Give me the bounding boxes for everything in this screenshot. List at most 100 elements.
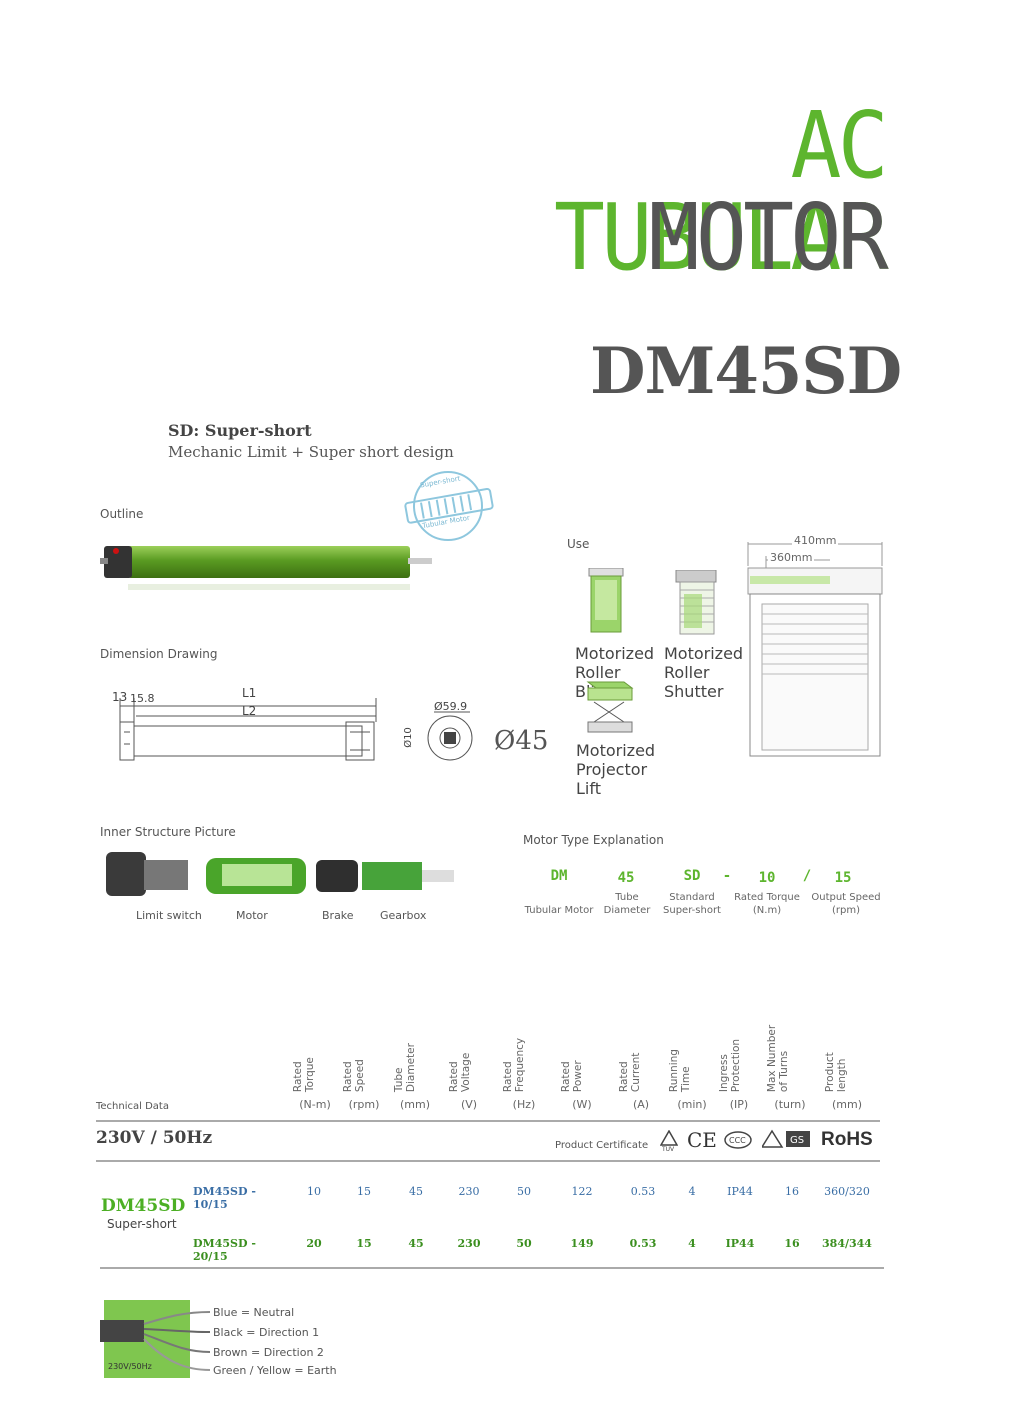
title-line-2: MOTOR bbox=[648, 184, 889, 291]
dim-59-9: Ø59.9 bbox=[434, 700, 468, 713]
wire-black-label: Black = Direction 1 bbox=[213, 1326, 320, 1339]
section-outline: Outline bbox=[100, 507, 144, 521]
desc-output-speed: Output Speed (rpm) bbox=[811, 892, 881, 916]
dim-l1: L1 bbox=[242, 686, 257, 700]
part-limit-switch: Limit switch bbox=[136, 909, 202, 922]
shutter-dim-410: 410mm bbox=[792, 534, 839, 547]
inner-structure-image bbox=[104, 850, 456, 902]
code-dm: DM bbox=[550, 868, 568, 884]
shutter-diagram: 410mm 360mm bbox=[746, 532, 886, 760]
dim-l2: L2 bbox=[242, 704, 257, 718]
header-rated-power: Rated Power bbox=[559, 1060, 584, 1092]
header-tube-diameter: Tube Diameter bbox=[392, 1042, 417, 1092]
cell-voltage: 230 bbox=[458, 1185, 480, 1198]
header-product-length: Product length bbox=[823, 1052, 848, 1092]
cell-torque: 10 bbox=[307, 1185, 321, 1198]
cell-power: 149 bbox=[570, 1237, 594, 1250]
gs-icon: GS bbox=[760, 1129, 812, 1149]
part-gearbox: Gearbox bbox=[380, 909, 427, 922]
unit-frequency: (Hz) bbox=[512, 1098, 536, 1111]
unit-voltage: (V) bbox=[460, 1098, 478, 1111]
section-dimension: Dimension Drawing bbox=[100, 647, 218, 661]
row-model: DM45SD - 10/15 bbox=[193, 1185, 256, 1211]
desc-rated-torque: Rated Torque (N.m) bbox=[734, 892, 800, 916]
svg-text:CCC: CCC bbox=[729, 1136, 746, 1145]
header-rated-frequency: Rated Frequency bbox=[501, 1037, 526, 1092]
header-rated-speed: Rated Speed bbox=[341, 1059, 366, 1092]
row-model: DM45SD - 20/15 bbox=[193, 1237, 256, 1263]
cell-length: 360/320 bbox=[824, 1185, 870, 1198]
code-15: 15 bbox=[834, 870, 852, 886]
cell-voltage: 230 bbox=[457, 1237, 481, 1250]
unit-length: (mm) bbox=[831, 1098, 862, 1111]
cell-power: 122 bbox=[571, 1185, 593, 1198]
header-rated-current: Rated Current bbox=[617, 1052, 642, 1092]
motor-outline-image bbox=[100, 538, 435, 598]
sd-subtitle: Mechanic Limit + Super short design bbox=[168, 443, 454, 461]
cell-running-time: 4 bbox=[688, 1237, 696, 1250]
model-heading: DM45SD bbox=[590, 334, 902, 409]
unit-current: (A) bbox=[632, 1098, 650, 1111]
unit-running-time: (min) bbox=[677, 1098, 707, 1111]
title-line-1: AC TUBULAR bbox=[554, 92, 889, 291]
part-brake: Brake bbox=[322, 909, 354, 922]
technical-data-label: Technical Data bbox=[96, 1101, 169, 1112]
shutter-dim-360: 360mm bbox=[768, 551, 815, 564]
cell-frequency: 50 bbox=[517, 1185, 531, 1198]
section-use: Use bbox=[567, 537, 590, 551]
dim-10: Ø10 bbox=[402, 727, 414, 748]
svg-text:GS: GS bbox=[790, 1135, 804, 1146]
ccc-icon: CCC bbox=[724, 1131, 752, 1149]
voltage-label: 230V / 50Hz bbox=[96, 1128, 213, 1148]
table-rule-top bbox=[96, 1120, 880, 1122]
cell-speed: 15 bbox=[357, 1185, 371, 1198]
roller-shutter-image bbox=[674, 569, 722, 638]
desc-tubular-motor: Tubular Motor bbox=[524, 905, 594, 916]
cell-current: 0.53 bbox=[630, 1185, 656, 1198]
projector-lift-image bbox=[584, 676, 636, 738]
dim-15-8: 15.8 bbox=[130, 692, 155, 705]
unit-diameter: (mm) bbox=[399, 1098, 430, 1111]
cell-current: 0.53 bbox=[629, 1237, 657, 1250]
rohs-mark: RoHS bbox=[821, 1129, 873, 1150]
wiring-tag: 230V/50Hz bbox=[108, 1362, 152, 1371]
cell-diameter: 45 bbox=[409, 1185, 423, 1198]
header-rated-voltage: Rated Voltage bbox=[447, 1052, 472, 1092]
product-certificate-label: Product Certificate bbox=[555, 1140, 649, 1151]
header-max-turns: Max Number of Turns bbox=[765, 1024, 790, 1092]
cell-speed: 15 bbox=[356, 1237, 372, 1250]
end-view-drawing: Ø59.9 Ø10 bbox=[402, 698, 484, 764]
code-45: 45 bbox=[617, 870, 635, 886]
cell-frequency: 50 bbox=[516, 1237, 532, 1250]
cell-turns: 16 bbox=[785, 1185, 799, 1198]
ce-mark: CE bbox=[687, 1128, 717, 1152]
cell-diameter: 45 bbox=[408, 1237, 424, 1250]
code-10: 10 bbox=[758, 870, 776, 886]
header-rated-torque: Rated Torque bbox=[291, 1057, 316, 1092]
dimension-drawing: 13 15.8 L1 L2 bbox=[108, 686, 398, 768]
roller-blind-image bbox=[585, 567, 629, 638]
wire-blue-label: Blue = Neutral bbox=[213, 1306, 295, 1319]
cell-turns: 16 bbox=[784, 1237, 800, 1250]
desc-standard-super-short: Standard Super-short bbox=[663, 892, 721, 916]
unit-torque: (N-m) bbox=[299, 1098, 331, 1111]
section-inner-structure: Inner Structure Picture bbox=[100, 825, 236, 839]
super-short-stamp: Super-short Tubular Motor bbox=[392, 468, 500, 544]
section-motor-type: Motor Type Explanation bbox=[523, 833, 664, 847]
header-ingress-protection: Ingress Protection bbox=[717, 1038, 742, 1092]
part-motor: Motor bbox=[236, 909, 268, 922]
table-rule-bottom bbox=[100, 1267, 884, 1269]
sd-title: SD: Super-short bbox=[168, 421, 312, 440]
table-model-name: DM45SD bbox=[101, 1196, 186, 1216]
phi-45: Ø45 bbox=[494, 726, 549, 756]
tuv-icon: TÜV bbox=[659, 1129, 679, 1153]
use-projector-lift-label: Motorized Projector Lift bbox=[576, 741, 656, 798]
code-dash: - bbox=[722, 868, 732, 884]
cell-ip: IP44 bbox=[727, 1185, 753, 1198]
header-running-time: Running Time bbox=[667, 1048, 692, 1092]
svg-text:TÜV: TÜV bbox=[661, 1146, 675, 1152]
use-roller-shutter-label: Motorized Roller Shutter bbox=[664, 644, 744, 701]
wire-brown-label: Brown = Direction 2 bbox=[213, 1346, 324, 1359]
cell-running-time: 4 bbox=[688, 1185, 696, 1198]
desc-tube-diameter: Tube Diameter bbox=[603, 892, 651, 916]
